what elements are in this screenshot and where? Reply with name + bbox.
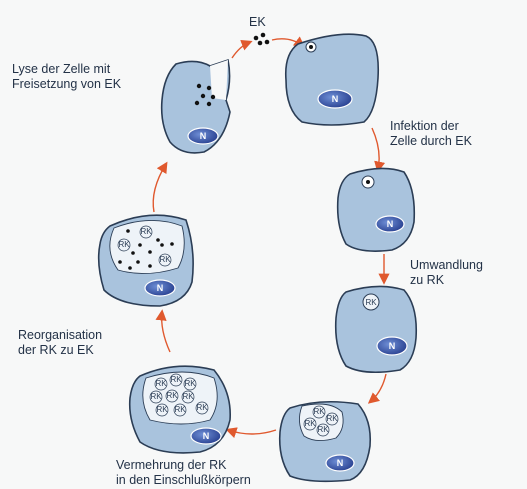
infektion-line2: Zelle durch EK [390, 134, 472, 149]
svg-text:RK: RK [184, 379, 196, 388]
cell-rk-conversion: RK N [336, 286, 417, 372]
label-vermehrung: Vermehrung der RK in den Einschlußkörper… [116, 458, 251, 488]
nucleus-label: N [332, 94, 339, 104]
vermehrung-line1: Vermehrung der RK [116, 458, 251, 473]
svg-text:RK: RK [182, 392, 194, 401]
svg-text:RK: RK [166, 391, 178, 400]
svg-text:RK: RK [156, 405, 168, 414]
label-lyse: Lyse der Zelle mit Freisetzung von EK [12, 62, 121, 92]
svg-text:N: N [387, 219, 394, 229]
infektion-line1: Infektion der [390, 119, 472, 134]
svg-text:RK: RK [170, 375, 182, 384]
svg-text:N: N [337, 458, 344, 468]
svg-text:RK: RK [140, 227, 152, 236]
svg-text:RK: RK [326, 414, 338, 423]
svg-text:RK: RK [174, 405, 186, 414]
umwandlung-line1: Umwandlung [410, 258, 483, 273]
lyse-line2: Freisetzung von EK [12, 77, 121, 92]
svg-text:N: N [203, 431, 210, 441]
label-ek: EK [249, 15, 266, 30]
umwandlung-line2: zu RK [410, 273, 483, 288]
svg-text:RK: RK [304, 419, 316, 428]
svg-text:N: N [157, 283, 164, 293]
arrow-cell6-to-lyse [153, 164, 166, 212]
ek-label-text: EK [249, 15, 266, 30]
arrow-lyse-to-ek [232, 42, 250, 58]
svg-text:RK: RK [150, 392, 162, 401]
cell-inclusion-rk: RK RK RK RK RK RK RK RK RK N [130, 366, 230, 453]
cell-ek-internalized: N [338, 168, 415, 251]
reorg-line2: der RK zu EK [18, 343, 102, 358]
svg-text:N: N [200, 131, 207, 141]
arrow-cell4-to-cell5 [228, 430, 276, 434]
label-reorganisation: Reorganisation der RK zu EK [18, 328, 102, 358]
svg-text:N: N [389, 341, 396, 351]
label-infektion: Infektion der Zelle durch EK [390, 119, 472, 149]
cell-reorganization: RK RK RK N [99, 215, 193, 306]
cell-lysis: N [162, 60, 230, 153]
svg-text:RK: RK [313, 407, 325, 416]
reorg-line1: Reorganisation [18, 328, 102, 343]
cell-rk-replication-early: RK RK RK RK N [280, 402, 371, 482]
svg-text:RK: RK [159, 255, 171, 264]
svg-text:RK: RK [317, 425, 329, 434]
lyse-line1: Lyse der Zelle mit [12, 62, 121, 77]
label-umwandlung: Umwandlung zu RK [410, 258, 483, 288]
svg-text:RK: RK [196, 403, 208, 412]
svg-text:RK: RK [155, 379, 167, 388]
arrow-cell5-to-cell6 [162, 312, 170, 352]
svg-text:RK: RK [118, 240, 130, 249]
cell-infection: N [286, 34, 379, 125]
arrow-cell3-to-cell4 [370, 374, 386, 402]
svg-text:RK: RK [365, 298, 377, 307]
arrow-infection-to-cell2 [372, 128, 379, 170]
free-ek-particles [254, 33, 270, 46]
vermehrung-line2: in den Einschlußkörpern [116, 473, 251, 488]
